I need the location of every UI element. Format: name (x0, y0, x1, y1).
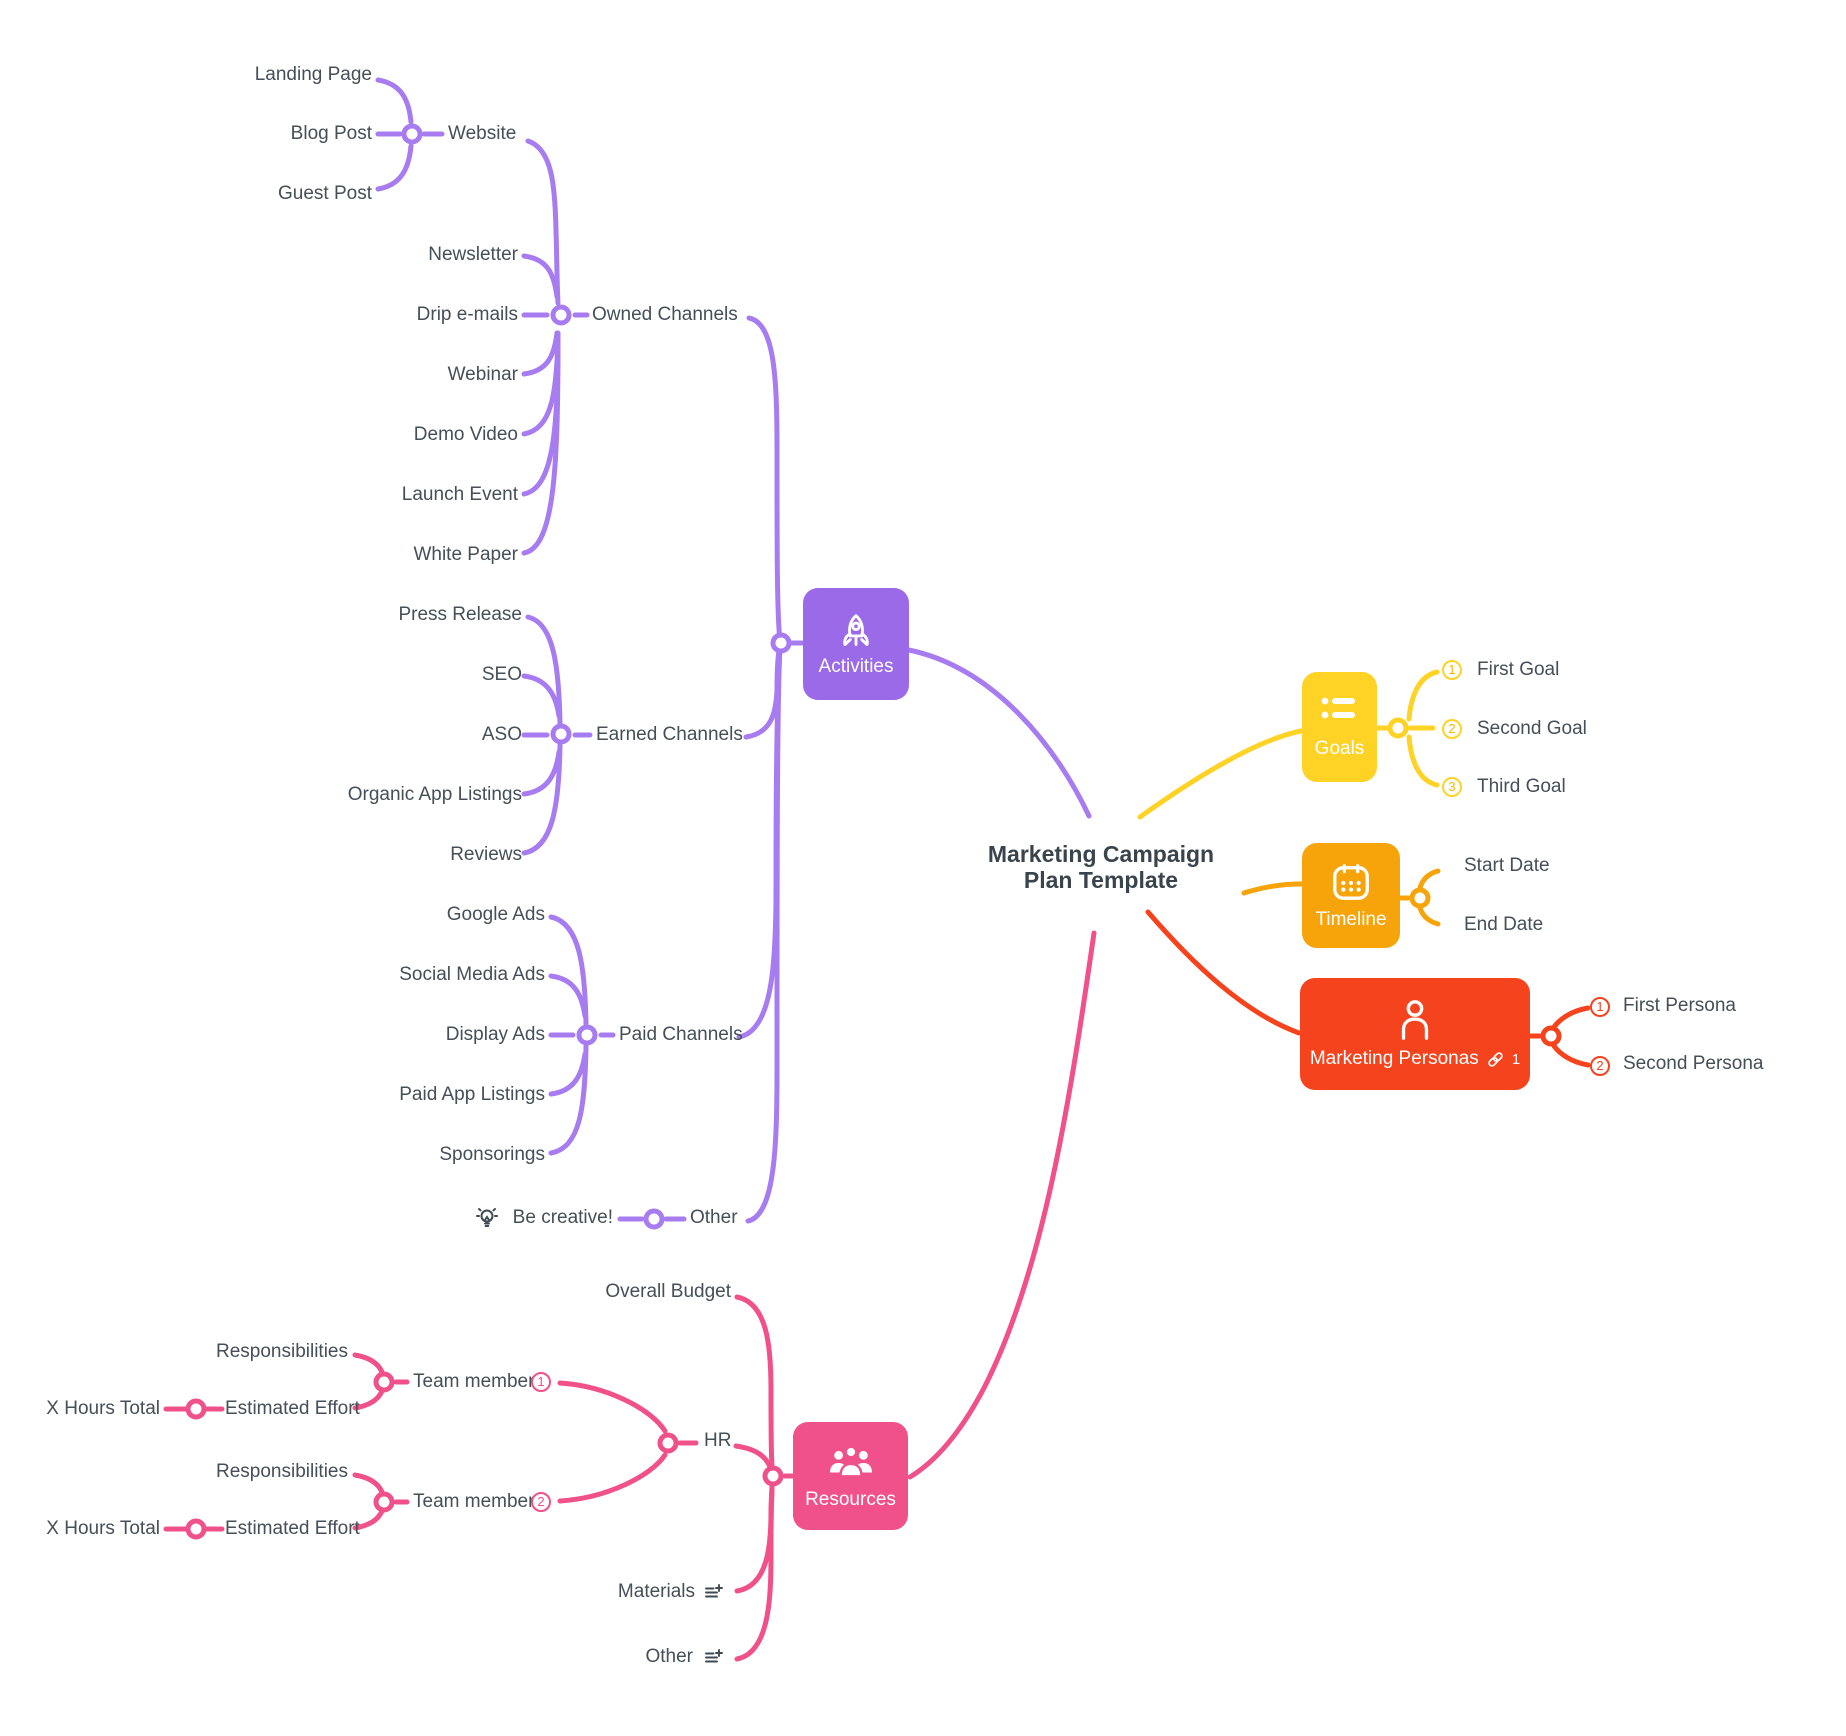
node-second-goal[interactable]: Second Goal (1477, 718, 1587, 739)
topic-goals-label: Goals (1314, 738, 1365, 759)
people-icon (829, 1445, 872, 1478)
topic-goals[interactable]: Goals (1302, 672, 1377, 782)
timeline-connectors (1241, 868, 1441, 927)
node-materials[interactable]: Materials (617, 1581, 695, 1602)
persona-1-badge: 1 (1590, 997, 1610, 1017)
node-responsibilities-2[interactable]: Responsibilities (215, 1461, 348, 1482)
node-seo[interactable]: SEO (481, 664, 522, 685)
topic-resources-label: Resources (805, 1489, 896, 1510)
node-team-member-1[interactable]: Team member (413, 1371, 535, 1392)
node-team-member-2[interactable]: Team member (413, 1491, 535, 1512)
node-end-date[interactable]: End Date (1464, 914, 1544, 935)
link-icon (1488, 1051, 1503, 1067)
topic-timeline[interactable]: Timeline (1302, 843, 1400, 948)
calendar-icon (1333, 863, 1369, 900)
node-overall-budget[interactable]: Overall Budget (605, 1281, 731, 1302)
node-organic-app-listings[interactable]: Organic App Listings (347, 784, 522, 805)
node-reviews[interactable]: Reviews (450, 844, 522, 865)
node-estimated-effort-2[interactable]: Estimated Effort (225, 1518, 360, 1539)
node-launch-event[interactable]: Launch Event (401, 484, 518, 505)
topic-marketing-personas[interactable]: Marketing Personas 1 (1300, 978, 1530, 1090)
link-count: 1 (1511, 1050, 1521, 1068)
node-webinar[interactable]: Webinar (447, 364, 518, 385)
topic-activities[interactable]: Activities (803, 588, 909, 700)
node-website[interactable]: Website (448, 123, 517, 144)
map-title-line1: Marketing Campaign (987, 841, 1215, 867)
list-icon (1321, 697, 1355, 719)
node-google-ads[interactable]: Google Ads (446, 904, 545, 925)
person-icon (1401, 1000, 1429, 1040)
goals-connectors (1137, 669, 1440, 820)
node-press-release[interactable]: Press Release (398, 604, 522, 625)
activities-connectors (375, 77, 1092, 1230)
node-sponsorings[interactable]: Sponsorings (439, 1144, 545, 1165)
goal-1-badge: 1 (1442, 660, 1462, 680)
node-other-resources[interactable]: Other (645, 1646, 693, 1667)
goal-3-badge: 3 (1442, 777, 1462, 797)
map-title[interactable]: Marketing Campaign Plan Template (951, 841, 1251, 893)
resources-connectors (163, 930, 1097, 1662)
topic-timeline-label: Timeline (1315, 908, 1387, 930)
node-white-paper[interactable]: White Paper (413, 544, 518, 565)
node-first-goal[interactable]: First Goal (1477, 659, 1560, 680)
node-guest-post[interactable]: Guest Post (278, 183, 372, 204)
goal-2-badge: 2 (1442, 719, 1462, 739)
node-x-hours-total-2[interactable]: X Hours Total (46, 1518, 160, 1539)
node-second-persona[interactable]: Second Persona (1623, 1053, 1764, 1074)
node-first-persona[interactable]: First Persona (1623, 995, 1736, 1016)
node-landing-page[interactable]: Landing Page (254, 64, 372, 85)
topic-marketing-personas-label: Marketing Personas (1309, 1048, 1479, 1069)
lightbulb-icon (476, 1208, 498, 1227)
topic-activities-label: Activities (818, 656, 894, 677)
node-aso[interactable]: ASO (481, 724, 522, 745)
node-start-date[interactable]: Start Date (1464, 855, 1550, 876)
node-display-ads[interactable]: Display Ads (445, 1024, 545, 1045)
node-paid-channels[interactable]: Paid Channels (619, 1024, 743, 1045)
note-add-icon (705, 1584, 723, 1598)
node-estimated-effort-1[interactable]: Estimated Effort (225, 1398, 360, 1419)
node-social-media-ads[interactable]: Social Media Ads (399, 964, 545, 985)
node-blog-post[interactable]: Blog Post (290, 123, 372, 144)
node-newsletter[interactable]: Newsletter (428, 244, 518, 265)
node-hr[interactable]: HR (704, 1430, 732, 1451)
node-x-hours-total-1[interactable]: X Hours Total (46, 1398, 160, 1419)
node-demo-video[interactable]: Demo Video (413, 424, 518, 445)
node-third-goal[interactable]: Third Goal (1477, 776, 1566, 797)
node-responsibilities-1[interactable]: Responsibilities (215, 1341, 348, 1362)
node-be-creative[interactable]: Be creative! (512, 1207, 613, 1228)
team-member-1-badge: 1 (531, 1372, 551, 1392)
team-member-2-badge: 2 (531, 1492, 551, 1512)
node-earned-channels[interactable]: Earned Channels (596, 724, 743, 745)
persona-2-badge: 2 (1590, 1056, 1610, 1076)
node-paid-app-listings[interactable]: Paid App Listings (399, 1084, 545, 1105)
map-title-line2: Plan Template (1023, 867, 1179, 893)
note-add-icon (705, 1649, 723, 1663)
node-other-activities[interactable]: Other (690, 1207, 738, 1228)
topic-resources[interactable]: Resources (793, 1422, 908, 1530)
node-drip-emails[interactable]: Drip e-mails (416, 304, 518, 325)
rocket-icon (843, 614, 869, 646)
personas-connectors (1145, 909, 1591, 1068)
node-owned-channels[interactable]: Owned Channels (592, 304, 738, 325)
